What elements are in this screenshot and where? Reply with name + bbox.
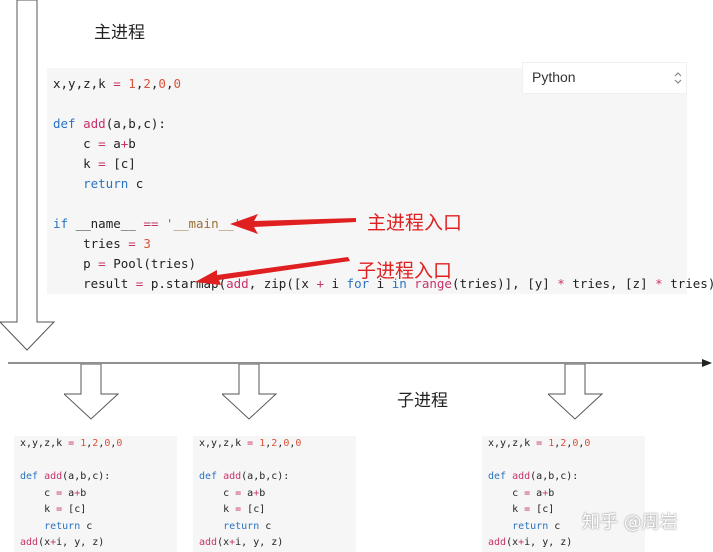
code-line: c = a+b	[199, 487, 266, 499]
code-line	[488, 453, 590, 470]
main-entry-label: 主进程入口	[367, 212, 463, 234]
sub-code-block-3	[482, 436, 645, 552]
code-line: x,y,z,k = 1,2,0,0	[199, 438, 302, 449]
language-select[interactable]	[522, 62, 687, 94]
language-select-value: Python	[532, 69, 576, 85]
code-line: k = [c]	[488, 504, 555, 515]
code-line: k = [c]	[20, 504, 87, 515]
subprocess-arrow-2	[222, 364, 278, 420]
timeline-arrow	[8, 359, 712, 367]
code-line: x,y,z,k = 1,2,0,0	[488, 438, 591, 449]
code-line: c = a+b	[53, 136, 136, 151]
sub-code-1: x,y,z,k = 1,2,0,0 def add(a,b,c): c = a+…	[20, 436, 122, 552]
main-process-arrow	[0, 0, 56, 351]
code-line: p = Pool(tries)	[53, 256, 196, 271]
subprocess-arrow-1	[64, 364, 120, 420]
code-line: return c	[512, 520, 561, 532]
code-line: c = a+b	[20, 487, 87, 499]
code-line: return c	[44, 520, 93, 532]
sub-entry-arrow	[195, 257, 350, 285]
code-line	[199, 453, 301, 470]
code-line	[53, 94, 713, 114]
code-line: x,y,z,k = 1,2,0,0	[20, 438, 123, 449]
main-code: x,y,z,k = 1,2,0,0 def add(a,b,c): c = a+…	[53, 74, 713, 294]
sub-process-title: 子进程	[397, 391, 448, 411]
main-entry-arrow	[230, 214, 356, 234]
main-process-title: 主进程	[94, 23, 145, 43]
code-line: k = [c]	[53, 156, 136, 171]
code-line: def add(a,b,c):	[53, 116, 166, 131]
main-code-block	[47, 68, 687, 294]
code-line: def add(a,b,c):	[20, 471, 111, 482]
code-line: if __name__ == '__main__':	[53, 216, 249, 231]
code-line: k = [c]	[199, 504, 266, 515]
sub-entry-label: 子进程入口	[357, 260, 453, 282]
sub-code-3: x,y,z,k = 1,2,0,0 def add(a,b,c): c = a+…	[488, 436, 590, 552]
code-line: return c	[223, 520, 272, 532]
code-line: add(x+i, y, z)	[199, 537, 284, 548]
code-line: add(x+i, y, z)	[488, 537, 573, 548]
code-line: def add(a,b,c):	[488, 471, 579, 482]
code-line	[20, 453, 122, 470]
code-line: c = a+b	[488, 487, 555, 499]
watermark: 知乎 @周岩	[582, 512, 678, 533]
code-line: result = p.starmap(add, zip([x + i for i…	[53, 276, 713, 291]
subprocess-arrow-3	[548, 364, 604, 420]
sub-code-block-2	[193, 436, 356, 552]
sub-code-2: x,y,z,k = 1,2,0,0 def add(a,b,c): c = a+…	[199, 436, 301, 552]
code-line: x,y,z,k = 1,2,0,0	[53, 76, 181, 91]
code-line: def add(a,b,c):	[199, 471, 290, 482]
chevron-updown-icon[interactable]	[673, 70, 683, 86]
code-line: add(x+i, y, z)	[20, 537, 105, 548]
sub-code-block-1	[14, 436, 177, 552]
code-line: return c	[83, 176, 144, 191]
code-line: tries = 3	[53, 236, 151, 251]
